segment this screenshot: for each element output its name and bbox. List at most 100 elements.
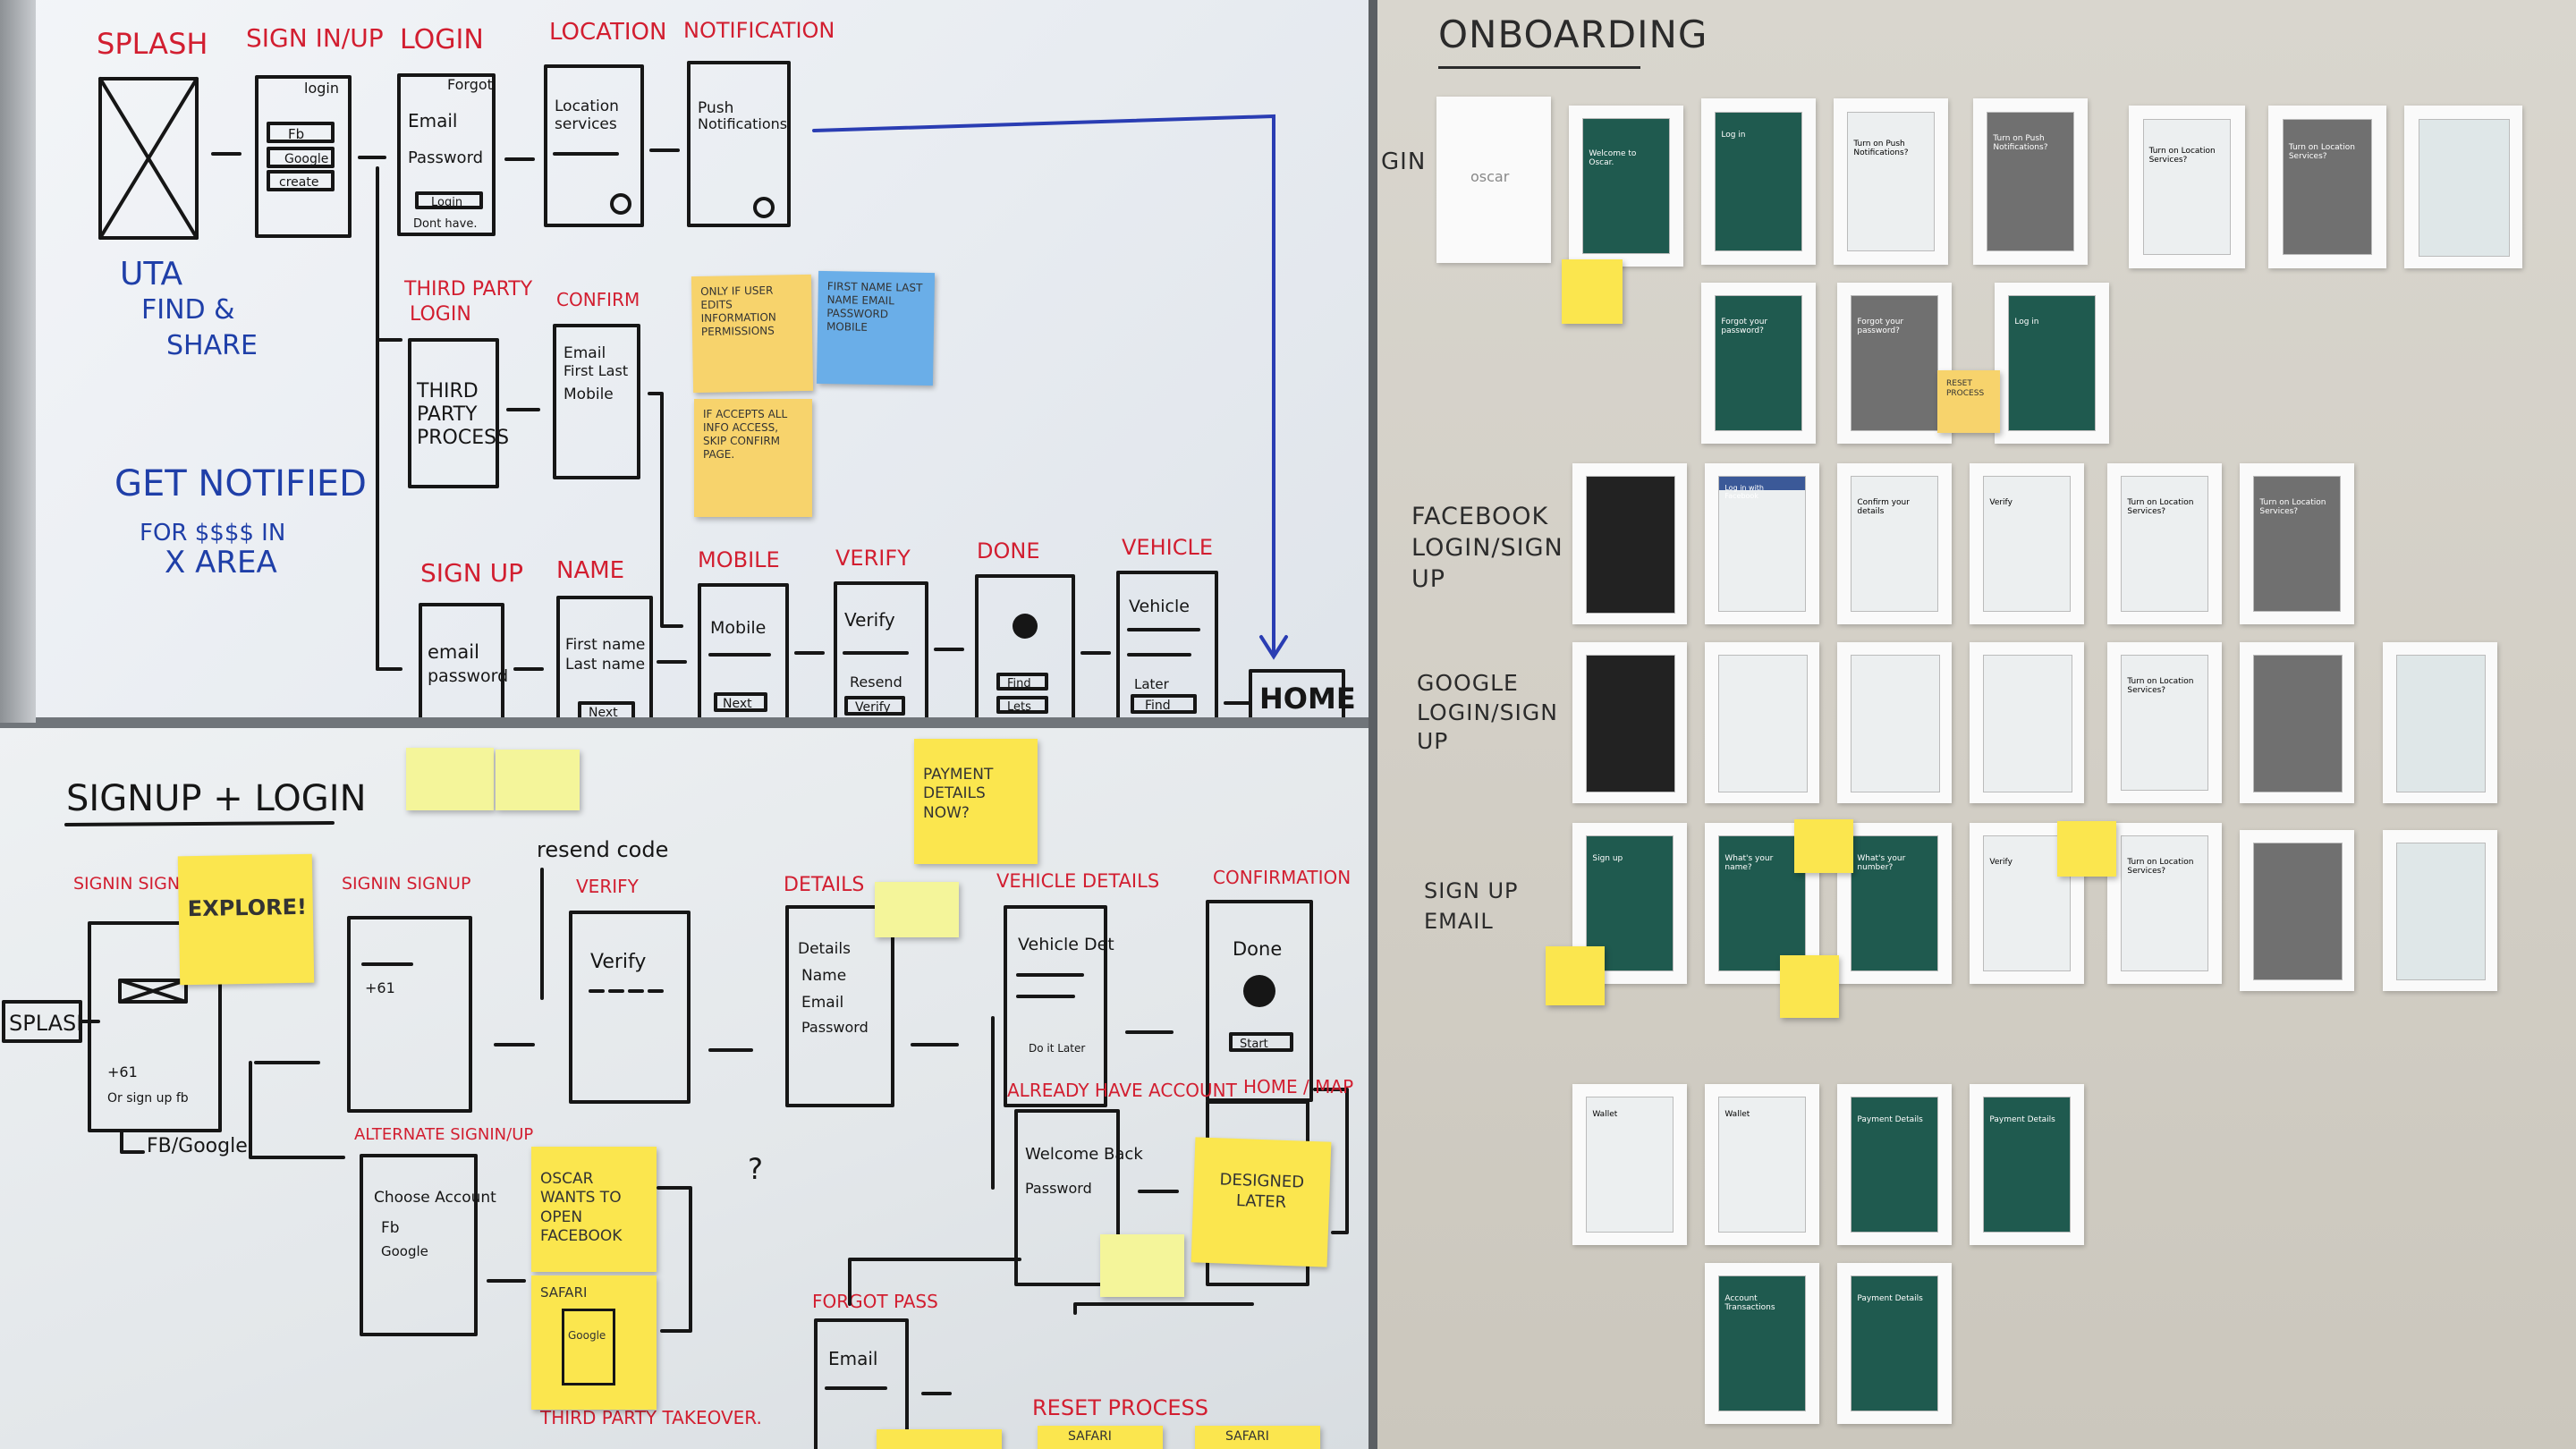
photo-divider: [1368, 0, 1377, 1449]
wall-phone-wallet: Wallet: [1586, 1097, 1674, 1233]
details-email: Email: [801, 994, 843, 1012]
login-btn: Login: [431, 196, 462, 209]
wall-phone-number: What's your number?: [1851, 835, 1938, 971]
confirm-email: Email: [564, 344, 606, 362]
location-services: services: [555, 115, 617, 133]
signin-box: [255, 75, 352, 238]
wall-phone-g-4: [2253, 655, 2343, 792]
wall-phone-location-fb: Turn on Location Services?: [2121, 476, 2208, 612]
wall-phone-location: Turn on Location Services?: [2142, 118, 2232, 256]
wall-sticky-1: [1562, 259, 1623, 324]
vehicle-later: Later: [1134, 676, 1170, 692]
board-title: SIGNUP + LOGIN: [66, 778, 367, 819]
wall-phone-g-map: [2396, 655, 2486, 792]
signin-or-signup: Or sign up fb: [107, 1091, 189, 1106]
wall-phone-map: [2418, 118, 2511, 258]
home-label: HOME: [1259, 682, 1356, 716]
wall-phone-location-g: Turn on Location Services?: [2121, 655, 2208, 791]
label-vehicle-details: VEHICLE DETAILS: [996, 870, 1159, 892]
wall-card-g-7: [2383, 642, 2497, 803]
sticky-bottom-3: SAFARI: [1195, 1426, 1320, 1449]
sticky-bottom-2: SAFARI: [1038, 1426, 1163, 1449]
wall-phone-fb-dialog: [1586, 476, 1675, 614]
verify-title: Verify: [844, 609, 895, 631]
wall-phone-fb: Log in with Facebook: [1718, 476, 1806, 612]
wall-row-label-gin: GIN: [1381, 148, 1427, 175]
sticky-safari-google: Google: [562, 1308, 615, 1385]
already-welcome: Welcome Back: [1025, 1145, 1143, 1164]
splash-label-bottom: SPLASH: [9, 1011, 92, 1036]
wall-card-9: Forgot your password?: [1837, 283, 1952, 444]
third-party-text1: THIRD: [416, 380, 479, 402]
note-get-notified: GET NOTIFIED: [114, 463, 367, 504]
sticky-small-3: [875, 882, 959, 937]
mobile-label: Mobile: [710, 618, 766, 638]
wall-phone-confirm: Confirm your details: [1851, 476, 1938, 612]
wall-phone-g-3: [1983, 655, 2072, 792]
confirmation-done: Done: [1233, 938, 1282, 960]
sticky-only-if-user: ONLY IF USER EDITS INFORMATION PERMISSIO…: [691, 274, 814, 394]
wall-phone-transactions: Account Transactions: [1718, 1275, 1806, 1411]
whiteboard-bottom: SIGNUP + LOGIN SPLASH SIGNIN SIGNUP +61 …: [0, 723, 1374, 1449]
wall-card-fb-2: Log in with Facebook: [1705, 463, 1819, 624]
box2-phone: +61: [365, 979, 395, 996]
label-verify: VERIFY: [835, 546, 911, 571]
wall-phone-location-fb-2: Turn on Location Services?: [2253, 476, 2341, 612]
alternate-box: [360, 1154, 478, 1336]
details-name: Name: [801, 967, 846, 985]
alternate-fb: Fb: [381, 1219, 400, 1237]
wall-phone-wallet-2: Wallet: [1718, 1097, 1806, 1233]
label-signup: SIGN UP: [420, 558, 523, 588]
wall-title-underline: [1438, 66, 1640, 69]
already-password: Password: [1025, 1180, 1092, 1197]
vehicle-box: [1116, 571, 1218, 723]
done-box: [975, 574, 1075, 723]
box2: [347, 916, 472, 1113]
sticky-small-4: [1100, 1234, 1184, 1297]
note-x-area: X AREA: [165, 545, 277, 580]
wall-card-w-1: Wallet: [1572, 1084, 1687, 1245]
wall-card-e-6: [2240, 830, 2354, 991]
label-confirmation: CONFIRMATION: [1213, 867, 1351, 888]
wall-card-g-2: [1705, 642, 1819, 803]
notification-box: [687, 61, 791, 227]
wall-phone-login-2: Log in: [2008, 295, 2096, 431]
alternate-choose: Choose Account: [374, 1189, 496, 1207]
wall-card-6: Turn on Location Services?: [2268, 106, 2386, 268]
wall-phone-forgot: Forgot your password?: [1715, 295, 1802, 431]
label-reset-process: RESET PROCESS: [1032, 1395, 1208, 1420]
mobile-next: Next: [723, 697, 752, 711]
wall-card-w-3: Payment Details: [1837, 1084, 1952, 1245]
wall-card-7: [2404, 106, 2522, 268]
wall-card-fb-6: Turn on Location Services?: [2240, 463, 2354, 624]
confirm-mobile: Mobile: [564, 386, 614, 403]
label-alternate: ALTERNATE SIGNIN/UP: [354, 1125, 533, 1144]
third-party-box: [408, 338, 499, 488]
signin-box-bottom: [88, 921, 222, 1132]
vehicle-det-title: Vehicle Det: [1018, 935, 1114, 954]
name-box: [556, 596, 653, 723]
wall-row-label-facebook: FACEBOOK LOGIN/SIGN UP: [1411, 503, 1563, 594]
sticky-payment: PAYMENT DETAILS NOW?: [914, 739, 1038, 864]
login-box: [397, 73, 496, 236]
wall-phone-payment-2: Payment Details: [1983, 1097, 2071, 1233]
label-mobile: MOBILE: [698, 547, 780, 572]
whiteboard-bottom-drawing: SIGNUP + LOGIN SPLASH SIGNIN SIGNUP +61 …: [2, 778, 1353, 1449]
wall-phone-g-dialog: [1586, 655, 1675, 792]
signin-create: create: [279, 175, 318, 190]
vehicle-title: Vehicle: [1129, 597, 1190, 616]
done-lets: Lets: [1007, 700, 1031, 714]
label-forgot-pass: FORGOT PASS: [812, 1291, 938, 1312]
label-done: DONE: [977, 538, 1040, 564]
vehicle-do-later: Do it Later: [1029, 1042, 1085, 1055]
wall-phone-location-e: Turn on Location Services?: [2121, 835, 2208, 971]
wall-sticky-e4: [1780, 955, 1839, 1018]
login-dont-have: Dont have.: [413, 217, 477, 231]
done-find: Find: [1007, 677, 1031, 691]
sticky-bottom-1: [877, 1429, 1002, 1449]
wall-card-fb-5: Turn on Location Services?: [2107, 463, 2222, 624]
verify-box: [834, 581, 928, 723]
label-verify-bottom: VERIFY: [576, 876, 640, 897]
wall-card-w-6: Payment Details: [1837, 1263, 1952, 1424]
wall-row-label-email: SIGN UP EMAIL: [1424, 878, 1519, 934]
